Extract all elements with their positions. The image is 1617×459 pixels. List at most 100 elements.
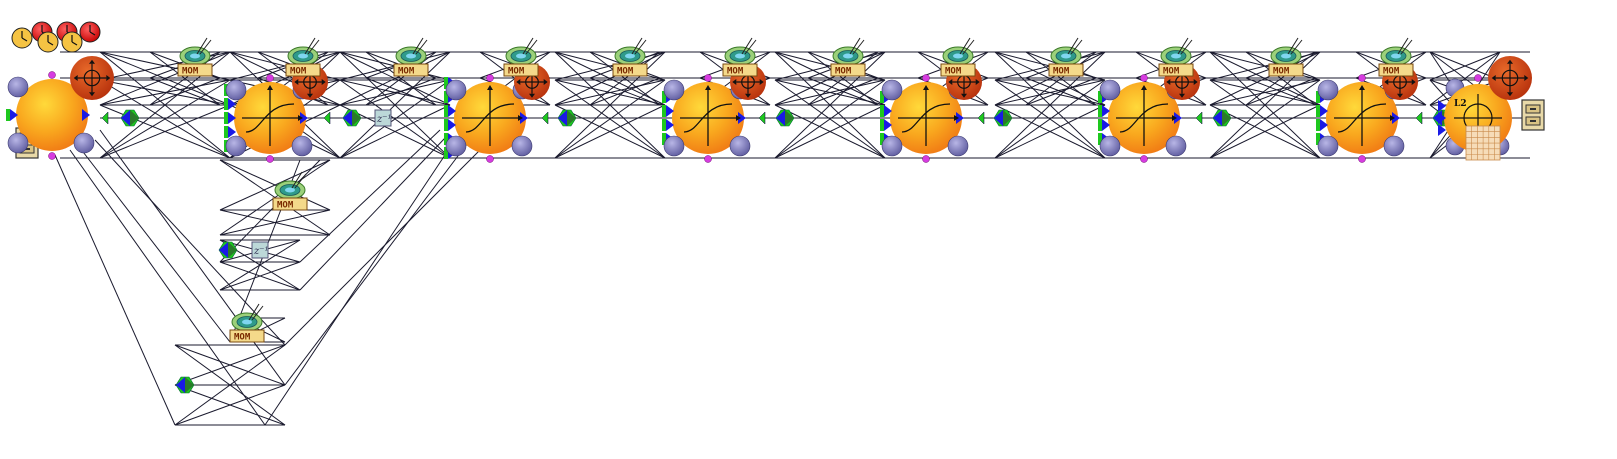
axon-access-top[interactable] [486, 74, 494, 82]
meter-highlight [406, 53, 416, 59]
counter-clock-icon[interactable] [11, 27, 33, 49]
axon-port-top-left [445, 79, 467, 101]
delay-icon[interactable] [374, 109, 392, 127]
axon-access-bottom[interactable] [1358, 155, 1366, 163]
meter-highlight [1061, 53, 1071, 59]
momentum-meter-icon[interactable] [940, 37, 976, 77]
momentum-meter-icon[interactable] [1378, 37, 1414, 77]
momentum-meter-icon[interactable] [612, 37, 648, 77]
crosshair-head [1507, 92, 1513, 97]
synapse-icon[interactable] [775, 109, 795, 127]
memory-tag [1048, 63, 1084, 77]
axon-access-bottom[interactable] [48, 152, 56, 160]
meter-needle [1397, 37, 1409, 55]
memory-tag [1158, 63, 1194, 77]
axon-port-bottom-left [663, 135, 685, 157]
synapse-icon[interactable] [557, 109, 577, 127]
lattice-cross [1025, 51, 1097, 106]
axon-port-top-left [663, 79, 685, 101]
axon-access-bottom[interactable] [266, 155, 274, 163]
cabinet-handle [1530, 120, 1536, 122]
axon-access-top[interactable] [922, 74, 930, 82]
input-backprop-icon[interactable] [70, 56, 114, 100]
axon-access-top[interactable] [1358, 74, 1366, 82]
lattice-cross [174, 384, 286, 426]
crosshair-head [1524, 75, 1529, 81]
meter-needle [522, 37, 534, 55]
counter-clock-icon[interactable] [61, 31, 83, 53]
output-backprop-icon[interactable] [1488, 56, 1532, 100]
momentum-meter-icon[interactable] [393, 37, 429, 77]
transfer-curve [245, 103, 295, 133]
crosshair-head [89, 59, 95, 64]
desired-file-icon[interactable] [1521, 99, 1545, 131]
memory-tag-label: MOM [277, 201, 294, 211]
tanh-axon-icon[interactable] [444, 77, 528, 159]
axon-input-arrow-green [662, 105, 666, 117]
feedback-wire [299, 137, 446, 291]
signal-arrow [323, 111, 331, 125]
momentum-meter-icon[interactable] [177, 37, 213, 77]
axon-access-bottom[interactable] [486, 155, 494, 163]
momentum-meter-icon[interactable] [1268, 37, 1304, 77]
synapse-right-arrow [567, 110, 576, 126]
axon-access-top[interactable] [1140, 74, 1148, 82]
synapse-icon[interactable] [993, 109, 1013, 127]
momentum-meter-icon[interactable] [272, 171, 308, 211]
axon-output-arrow [1174, 112, 1182, 124]
clock-hand [71, 41, 78, 46]
momentum-meter-icon[interactable] [285, 37, 321, 77]
axon-access-bottom[interactable] [922, 155, 930, 163]
transfer-curve [683, 103, 733, 133]
input-axon-icon[interactable] [6, 79, 90, 151]
clock-hand [47, 41, 54, 46]
axon-access-top[interactable] [48, 71, 56, 79]
feedback-wire [69, 149, 266, 426]
counter-clock-icon[interactable] [37, 31, 59, 53]
synapse-icon[interactable] [1212, 109, 1232, 127]
memory-tag-label: MOM [727, 67, 744, 77]
meter-highlight [242, 319, 252, 325]
meter-needle-2 [634, 39, 647, 55]
meter-needle [959, 37, 971, 55]
memory-tag [285, 63, 321, 77]
meter-needle [1067, 37, 1079, 55]
feedback-synapse-icon-lower[interactable] [175, 376, 195, 394]
lattice-cross [219, 209, 331, 236]
momentum-meter-icon[interactable] [722, 37, 758, 77]
axis-x-head [1390, 115, 1395, 121]
meter-needle-2 [1070, 39, 1083, 55]
axon-output-arrow [956, 112, 964, 124]
criterion-access-top[interactable] [1474, 74, 1482, 82]
synapse-icon[interactable] [342, 109, 362, 127]
synapse-icon[interactable] [120, 109, 140, 127]
counter-clock-icon[interactable] [79, 21, 101, 43]
synapse-left-arrow [121, 110, 130, 126]
momentum-meter-icon[interactable] [503, 37, 539, 77]
tanh-axon-icon[interactable] [880, 82, 964, 154]
axon-port-bottom-left [1317, 135, 1339, 157]
axis-y-head [1141, 85, 1147, 90]
lattice-cross [1429, 51, 1501, 81]
tanh-axon-icon[interactable] [1098, 82, 1182, 154]
axon-access-bottom[interactable] [1140, 155, 1148, 163]
axon-access-top[interactable] [266, 74, 274, 82]
axon-port-bottom-right [729, 135, 751, 157]
axon-input-arrow-green [880, 105, 884, 117]
momentum-meter-icon[interactable] [1158, 37, 1194, 77]
memory-tag [229, 329, 265, 343]
delay-box [374, 109, 392, 127]
feedback-synapse-icon[interactable] [218, 241, 238, 259]
momentum-meter-icon[interactable] [229, 303, 265, 343]
momentum-meter-icon[interactable] [1048, 37, 1084, 77]
axon-access-top[interactable] [704, 74, 712, 82]
axon-input-arrow-green [224, 112, 228, 124]
momentum-meter-icon[interactable] [830, 37, 866, 77]
synapse-right-arrow [352, 110, 361, 126]
synapse-right-arrow [785, 110, 794, 126]
feedback-wire [54, 154, 176, 426]
meter-needle [631, 37, 643, 55]
feedback-delay-icon[interactable] [251, 241, 269, 259]
axon-access-bottom[interactable] [704, 155, 712, 163]
axon-port-bottom-right [1383, 135, 1405, 157]
